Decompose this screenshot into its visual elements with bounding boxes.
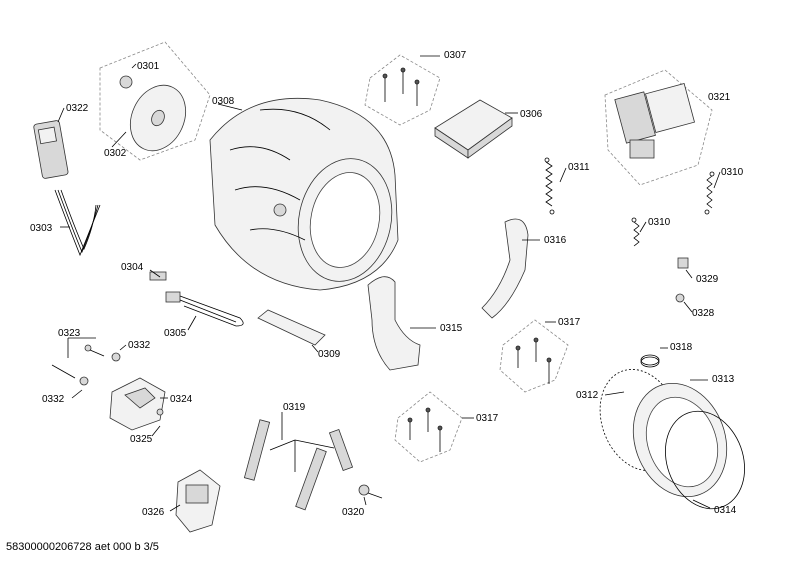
bracket-0315 (367, 276, 436, 371)
heater-0305 (165, 291, 244, 331)
label-0306: 0306 (520, 109, 543, 120)
label-0301: 0301 (137, 61, 160, 72)
pump-0324 (109, 377, 168, 437)
clamp-0318 (640, 347, 668, 368)
module-0326 (169, 469, 221, 533)
label-0324: 0324 (170, 394, 193, 405)
label-0313: 0313 (712, 374, 735, 385)
label-0318: 0318 (670, 342, 693, 353)
label-0314: 0314 (714, 505, 737, 516)
label-0303: 0303 (30, 223, 53, 234)
label-0304: 0304 (121, 262, 144, 273)
bracket-0316 (481, 218, 540, 319)
label-0321: 0321 (708, 92, 731, 103)
label-0308: 0308 (212, 96, 235, 107)
label-0323: 0323 (58, 328, 81, 339)
strip-0309 (257, 309, 326, 353)
label-0317-right: 0317 (558, 317, 581, 328)
screw-set-0317-center (394, 391, 474, 463)
label-0310-upper: 0310 (721, 167, 744, 178)
label-0332-lower: 0332 (42, 394, 65, 405)
screw-set-0307 (364, 54, 441, 126)
pulley-group (99, 41, 211, 161)
label-0305: 0305 (164, 328, 187, 339)
pulley-bolt (119, 75, 133, 89)
spring-0310-upper (704, 171, 721, 215)
document-reference: 58300000206728 aet 000 b 3/5 (6, 541, 159, 553)
label-0326: 0326 (142, 507, 165, 518)
tub-housing (209, 97, 399, 291)
label-0312: 0312 (576, 390, 599, 401)
screw-set-0317-right (499, 319, 569, 393)
label-0320: 0320 (342, 507, 365, 518)
label-0302: 0302 (104, 148, 127, 159)
label-0317-center: 0317 (476, 413, 499, 424)
electronic-module-0321 (604, 69, 713, 186)
label-0316: 0316 (544, 235, 567, 246)
small-parts-0329-0328 (675, 257, 693, 313)
label-0329: 0329 (696, 274, 719, 285)
shock-absorbers-0319 (243, 412, 354, 511)
label-0307: 0307 (444, 50, 467, 61)
sensor-0304 (149, 269, 167, 281)
hardware-0323-0332 (51, 337, 127, 399)
label-0309: 0309 (318, 349, 341, 360)
label-0328: 0328 (692, 308, 715, 319)
screw-0320 (358, 484, 383, 506)
label-0322: 0322 (66, 103, 89, 114)
door-seal-assembly (599, 369, 745, 510)
label-0319: 0319 (283, 402, 306, 413)
drive-belt (54, 189, 101, 257)
label-0325: 0325 (130, 434, 153, 445)
spring-0310-lower (631, 217, 647, 247)
label-0315: 0315 (440, 323, 463, 334)
cover-panel-0306 (434, 99, 518, 159)
control-module-0322 (33, 107, 69, 179)
label-0310-lower: 0310 (648, 217, 671, 228)
spring-0311 (544, 157, 567, 215)
label-0332-upper: 0332 (128, 340, 151, 351)
label-0311: 0311 (568, 162, 590, 173)
